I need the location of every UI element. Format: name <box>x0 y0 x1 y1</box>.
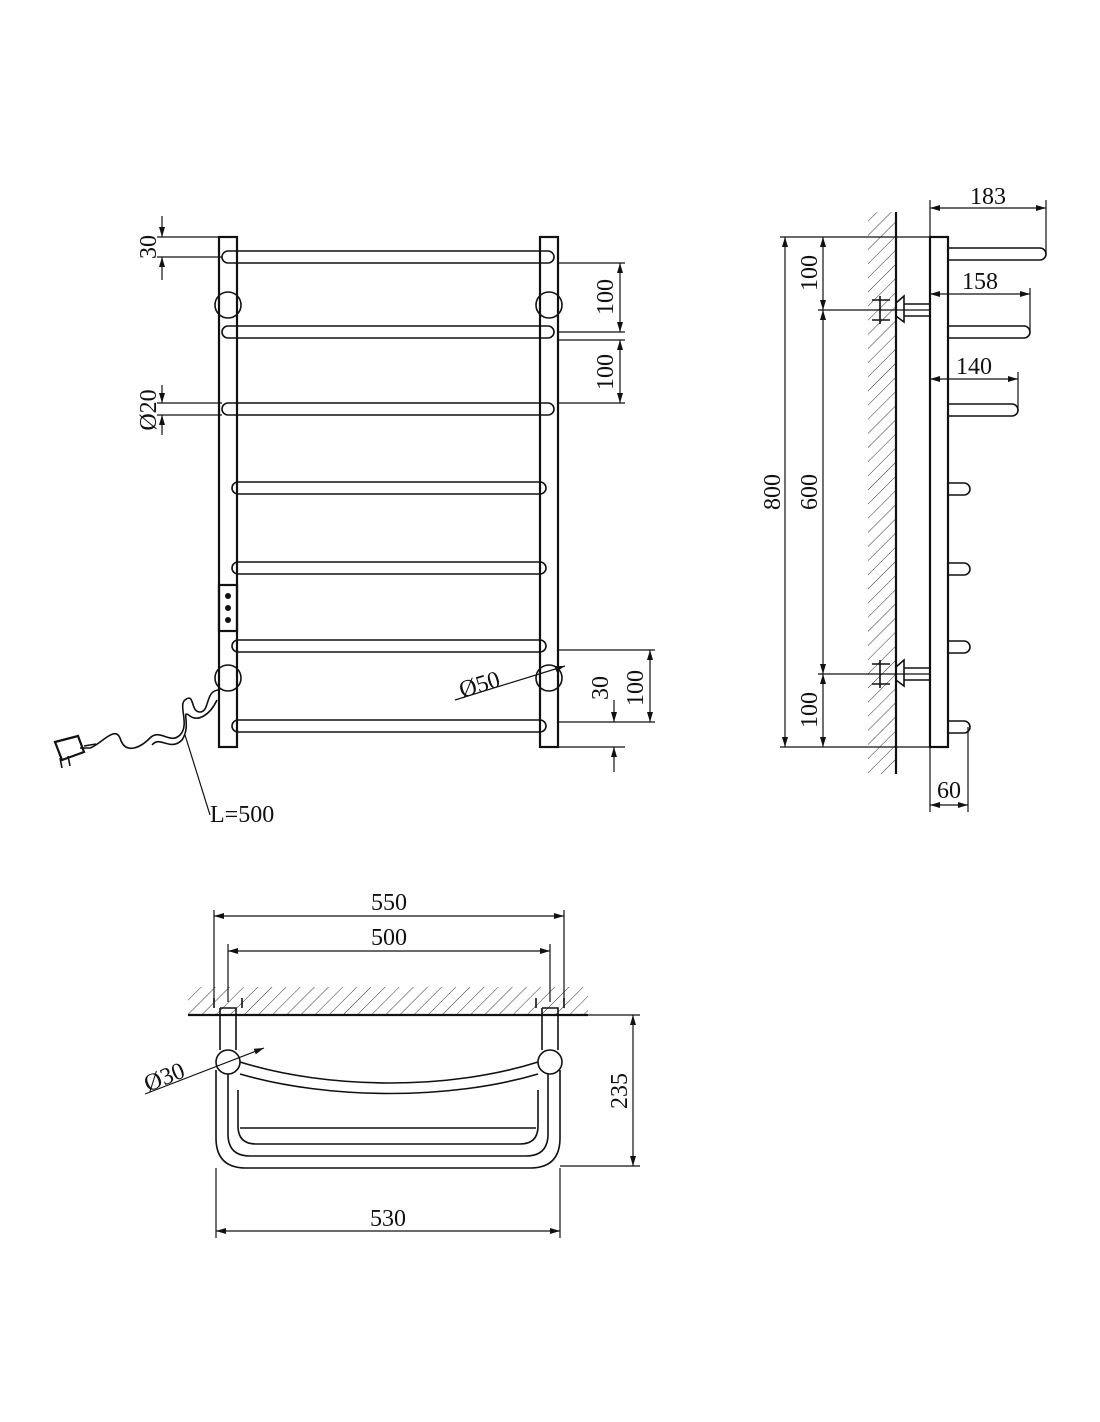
plug-icon <box>53 734 97 769</box>
front-right-dimensions: 100 100 100 30 Ø50 <box>454 262 655 772</box>
front-left-dimensions: 30 Ø20 <box>136 216 222 435</box>
dim-depth: 235 <box>607 1073 633 1109</box>
rung <box>231 639 547 653</box>
dim-outer-width: 550 <box>371 890 407 916</box>
dim-pipe-diameter: Ø30 <box>141 1058 189 1098</box>
dim-bottom-to-mount: 100 <box>797 692 823 728</box>
heater-box <box>217 583 239 633</box>
rung <box>231 719 547 733</box>
rung <box>221 250 555 264</box>
dim-mount-spacing: 600 <box>797 474 823 510</box>
rail-body <box>215 1061 561 1169</box>
dim-wall-gap: 60 <box>937 778 961 804</box>
dim-bar-spacing-2: 100 <box>593 354 619 390</box>
side-depth-dimensions: 183 158 140 60 <box>929 184 1047 812</box>
side-view: 800 100 600 100 183 158 140 60 <box>760 184 1047 812</box>
side-rungs <box>948 247 1047 734</box>
cable-length-label: L=500 <box>210 802 274 828</box>
dim-third-bar-depth: 140 <box>956 354 992 380</box>
side-mounts <box>872 294 930 688</box>
dim-top-bar-depth: 183 <box>970 184 1006 210</box>
right-mount-ball <box>537 1049 563 1075</box>
dim-second-bar-depth: 158 <box>962 269 998 295</box>
dim-top-offset: 30 <box>136 235 162 259</box>
rung <box>231 481 547 495</box>
dim-bottom-width: 530 <box>370 1206 406 1232</box>
right-post <box>538 235 560 749</box>
dim-top-to-mount: 100 <box>797 255 823 291</box>
side-post <box>928 235 950 749</box>
dim-bottom-spacing: 100 <box>623 670 649 706</box>
wall-hatching <box>868 212 896 774</box>
top-dimensions: 550 500 530 235 Ø30 <box>141 890 640 1238</box>
top-mount-stubs <box>213 998 565 1050</box>
mount-circles <box>214 291 563 692</box>
dim-bar-diameter: Ø20 <box>136 389 162 430</box>
rungs <box>221 250 555 733</box>
rung <box>221 325 555 339</box>
power-cable <box>80 689 220 749</box>
dim-mount-diameter: Ø50 <box>456 667 503 704</box>
left-post <box>217 235 239 749</box>
side-vertical-dimensions: 800 100 600 100 <box>760 236 948 748</box>
dim-mount-width: 500 <box>371 925 407 951</box>
front-view: L=500 30 Ø20 100 100 <box>53 216 655 828</box>
dim-bottom-offset: 30 <box>588 676 614 700</box>
top-wall-hatching <box>188 987 588 1015</box>
dim-bar-spacing-1: 100 <box>593 279 619 315</box>
rung <box>231 561 547 575</box>
dim-total-height: 800 <box>760 474 786 510</box>
top-view: 550 500 530 235 Ø30 <box>141 890 640 1238</box>
rung <box>221 402 555 416</box>
